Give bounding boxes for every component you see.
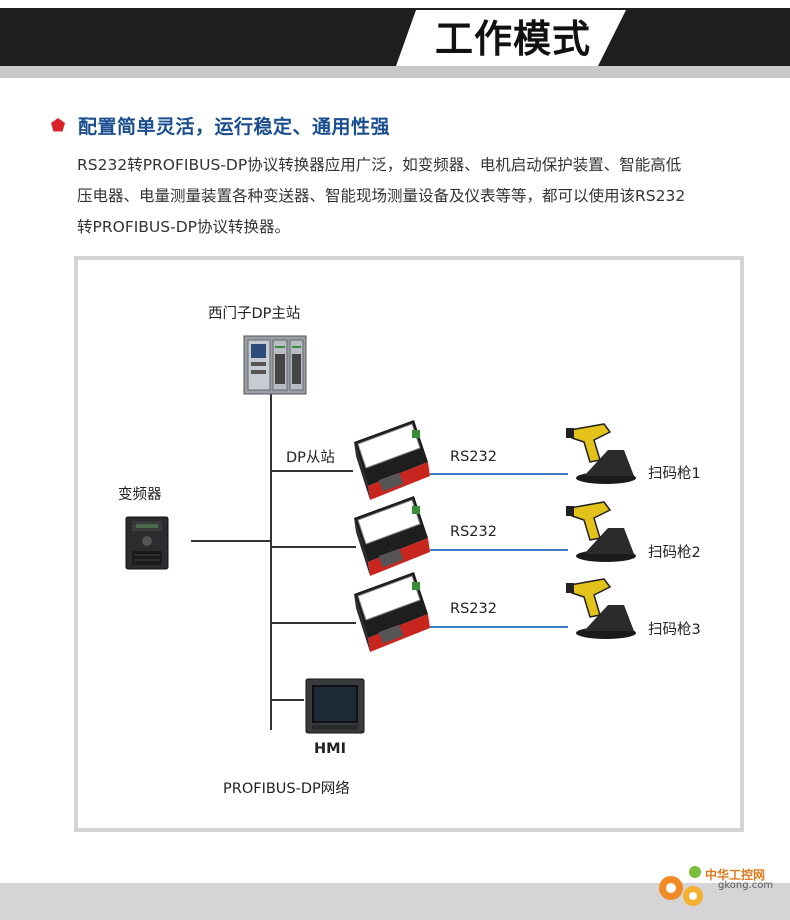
slave-label: DP从站	[286, 450, 335, 466]
header-banner: 工作模式	[0, 0, 790, 78]
watermark-site-name: 中华工控网	[705, 868, 766, 882]
converter-icon-3	[354, 572, 430, 652]
hmi-label: HMI	[314, 741, 346, 757]
network-diagram: 西门子DP主站 变频器 DP从站	[74, 256, 744, 832]
section-heading-text: 配置简单灵活，运行稳定、通用性强	[78, 115, 391, 138]
plc-master-icon	[243, 335, 307, 395]
master-label: 西门子DP主站	[208, 306, 301, 322]
scanner-label-1: 扫码枪1	[648, 466, 701, 482]
inverter-label: 变频器	[118, 487, 162, 503]
section-heading: 配置简单灵活，运行稳定、通用性强	[50, 110, 390, 140]
converter-icon-1	[354, 420, 430, 500]
barcode-scanner-icon-3	[566, 578, 636, 639]
inverter-icon	[125, 516, 169, 570]
header-banner-shape	[0, 0, 790, 78]
scanner-label-2: 扫码枪2	[648, 545, 701, 561]
description-line: 压电器、电量测量装置各种变送器、智能现场测量设备及仪表等等，都可以使用该RS23…	[77, 187, 686, 205]
gkong-logo-icon	[659, 866, 703, 906]
description-paragraph: RS232转PROFIBUS-DP协议转换器应用广泛，如变频器、电机启动保护装置…	[77, 150, 757, 243]
network-lines	[191, 392, 568, 730]
page-title: 工作模式	[434, 17, 591, 61]
hmi-icon	[305, 678, 365, 734]
footer-bar	[0, 883, 790, 920]
converter-icon-2	[354, 496, 430, 576]
pentagon-bullet-icon	[51, 118, 65, 132]
rs232-label-1: RS232	[450, 449, 497, 465]
barcode-scanner-icon-1	[566, 423, 636, 484]
rs232-label-3: RS232	[450, 601, 497, 617]
watermark-site-url: gkong.com	[718, 880, 774, 891]
description-line: RS232转PROFIBUS-DP协议转换器应用广泛，如变频器、电机启动保护装置…	[77, 156, 682, 174]
rs232-label-2: RS232	[450, 524, 497, 540]
scanner-label-3: 扫码枪3	[648, 622, 701, 638]
barcode-scanner-icon-2	[566, 501, 636, 562]
network-label: PROFIBUS-DP网络	[223, 781, 350, 797]
description-line: 转PROFIBUS-DP协议转换器。	[77, 218, 290, 236]
